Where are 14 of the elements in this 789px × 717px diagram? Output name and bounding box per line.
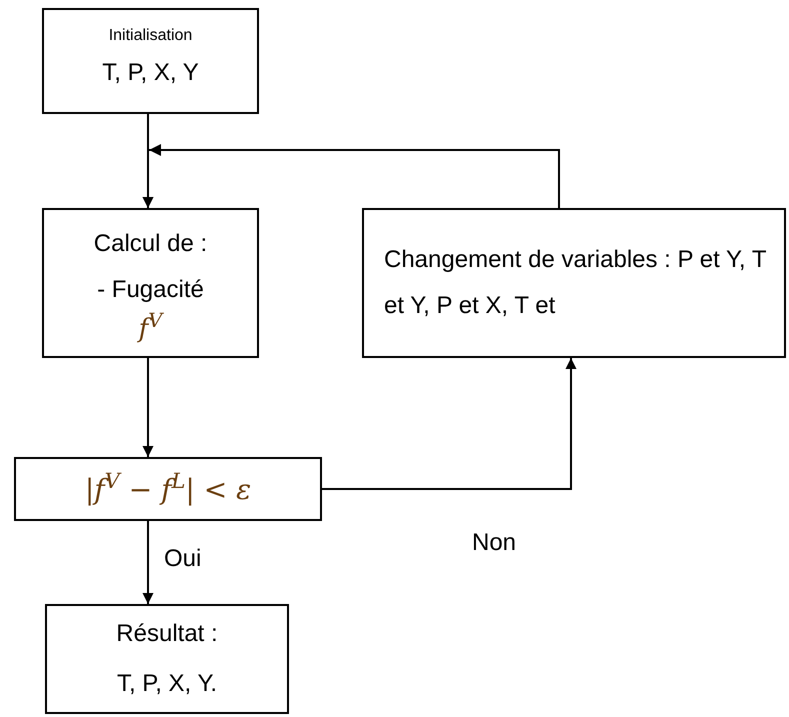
math-formula: |f$^{V}$ − f$^{L}$| < ε <box>84 472 252 506</box>
process-box <box>42 208 259 358</box>
node-text: T, P, X, Y. <box>116 669 218 699</box>
process-box <box>362 208 786 358</box>
math-formula: f$^{V}$ <box>138 312 162 346</box>
process-box <box>14 457 322 521</box>
node-title: Calcul de : <box>94 228 208 259</box>
process-box <box>42 8 259 114</box>
node-title: Changement de variables : P et Y, T et Y, P et X, T et <box>384 245 768 321</box>
node-text: T, P, X, Y <box>102 58 199 88</box>
node-text: - Fugacité <box>97 274 204 305</box>
process-box <box>45 604 289 714</box>
node-title: Initialisation <box>108 26 192 46</box>
node-title: Résultat : <box>116 619 218 649</box>
